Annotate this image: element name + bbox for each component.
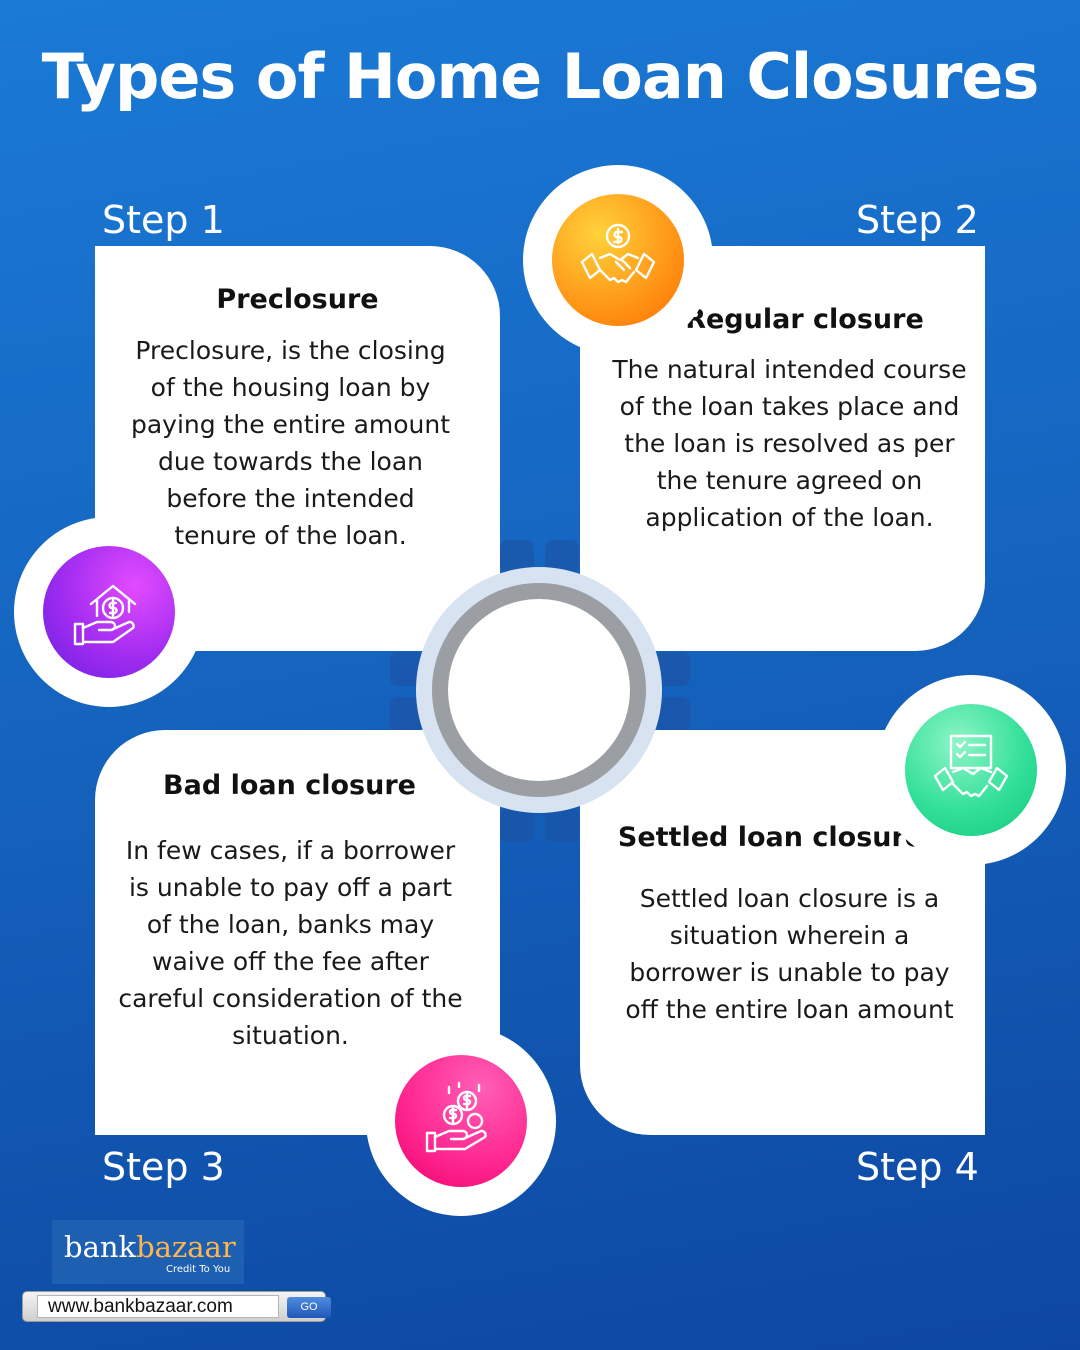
hand-house-dollar-icon — [73, 584, 137, 646]
step-2-description: The natural intended course of the loan … — [612, 355, 967, 532]
step-1-label: Step 1 — [102, 198, 225, 242]
step-4-description: Settled loan closure is a situation wher… — [625, 884, 954, 1024]
bankbazaar-logo: bankbazaar Credit To You — [52, 1220, 244, 1284]
decor-block — [656, 697, 690, 731]
step-2-label: Step 2 — [856, 198, 979, 242]
step-4-heading: Settled loan closure — [617, 822, 924, 853]
hand-coins-icon — [425, 1081, 487, 1153]
step-1-badge — [43, 546, 175, 678]
step-3-badge — [395, 1055, 527, 1187]
step-4-badge — [905, 704, 1037, 836]
step-1-description: Preclosure, is the closing of the housin… — [130, 336, 451, 550]
handshake-document-icon — [933, 734, 1009, 798]
url-bar: www.bankbazaar.com GO — [22, 1291, 331, 1322]
step-3-heading: Bad loan closure — [163, 770, 416, 801]
logo-text-bank: bank — [64, 1230, 137, 1264]
step-3-label: Step 3 — [102, 1145, 225, 1189]
go-button[interactable]: GO — [287, 1297, 331, 1318]
handshake-dollar-icon — [580, 223, 656, 284]
step-2-badge — [552, 194, 684, 326]
step-1-heading: Preclosure — [216, 284, 379, 315]
logo-text-bazaar: bazaar — [136, 1230, 236, 1264]
step-4-label: Step 4 — [856, 1145, 979, 1189]
decor-block — [500, 808, 534, 842]
logo-tagline: Credit To You — [166, 1264, 231, 1275]
step-2-heading: Regular closure — [685, 304, 924, 335]
decor-block — [545, 808, 579, 842]
step-3-description: In few cases, if a borrower is unable to… — [118, 836, 463, 1050]
center-ring-inner — [448, 599, 630, 781]
page-title: Types of Home Loan Closures — [41, 40, 1040, 113]
url-field[interactable]: www.bankbazaar.com — [37, 1295, 279, 1318]
